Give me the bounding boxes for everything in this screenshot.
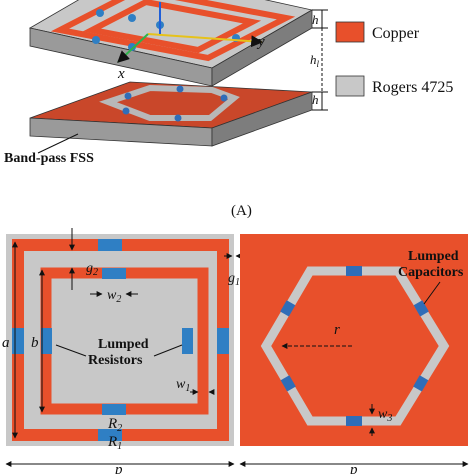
dim-w1-label: w1: [176, 377, 190, 394]
capacitor-top: [346, 266, 362, 276]
resistor-inner-bottom: [102, 404, 126, 415]
axis-x-line: [117, 33, 149, 63]
dim-h1: hl: [310, 52, 320, 69]
lumped-capacitors: [280, 266, 429, 426]
axis-y-line: [147, 33, 264, 48]
dim-w3-label: w3: [378, 407, 392, 424]
top-inner-ring: [82, 0, 262, 54]
lumped-capacitors-label: Lumped Capacitors: [398, 249, 464, 280]
dim-w2-label: w2: [107, 288, 121, 305]
dim-p-b-label: p: [114, 462, 123, 474]
legend: Copper Rogers 4725: [335, 21, 453, 97]
legend-swatch-rogers: [335, 75, 365, 97]
capacitor-top-left: [280, 300, 296, 317]
dim-r-label: r: [334, 322, 340, 338]
resistors-leader-right: [153, 344, 183, 357]
axis-y-label: y: [256, 34, 265, 50]
dim-a-label: a: [2, 335, 10, 351]
capacitor-bottom: [346, 416, 362, 426]
hexagon-slot: [260, 266, 450, 426]
legend-label-copper: Copper: [372, 25, 420, 42]
bottom-hexagon-ring: [99, 84, 240, 121]
R1-label: R1: [107, 434, 122, 452]
lumped-resistors: [12, 239, 229, 441]
resistor-outer-right: [217, 328, 229, 354]
legend-swatch-copper: [335, 21, 365, 43]
dim-p-c-label: p: [349, 462, 358, 474]
top-slab: y x: [28, 0, 314, 87]
top-outer-ring: [50, 0, 296, 62]
bandpass-leader: [37, 133, 79, 154]
legend-label-rogers: Rogers 4725: [372, 79, 453, 96]
resistor-inner-right: [182, 328, 193, 354]
resistor-outer-bottom: [98, 429, 122, 441]
dim-h-top: h: [312, 12, 319, 27]
resistor-outer-top: [98, 239, 122, 251]
bottom-capacitors: [122, 85, 228, 122]
capacitors-leader: [423, 281, 441, 305]
panel-b-unit-cell: a b g2 w2 g1/2: [2, 228, 251, 474]
resistor-inner-left: [41, 328, 52, 354]
capacitor-bottom-left: [280, 375, 296, 392]
panel-c-unit-cell: r Lumped Capacitors w3 p: [239, 234, 469, 474]
capacitor-bottom-right: [413, 375, 429, 392]
lumped-resistors-label: Lumped Resistors: [88, 337, 152, 368]
dim-h-bottom: h: [312, 92, 319, 107]
dim-g2-label: g2: [86, 261, 98, 278]
panel-a-3d-view: y x h hl h: [4, 0, 453, 219]
axis-x-label: x: [117, 66, 125, 82]
panel-a-caption: (A): [231, 203, 252, 219]
R2-label: R2: [107, 416, 122, 434]
thickness-dimensions: [312, 9, 328, 111]
resistors-leader-left: [55, 344, 87, 357]
capacitor-top-right: [413, 300, 429, 317]
resistor-outer-left: [12, 328, 24, 354]
dim-b-label: b: [31, 335, 39, 351]
bandpass-label: Band-pass FSS: [4, 151, 94, 166]
resistor-inner-top: [102, 268, 126, 279]
